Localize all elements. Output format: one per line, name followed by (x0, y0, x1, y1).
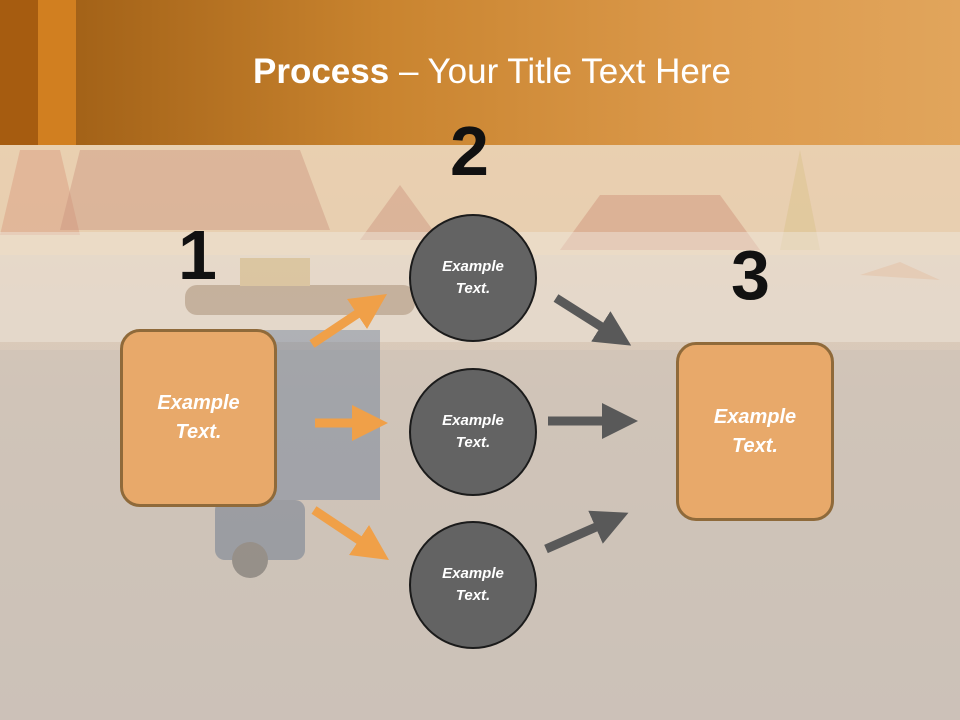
step-box-line2: Text. (732, 434, 778, 457)
slide-title: Process – Your Title Text Here (0, 52, 960, 92)
step-number-1: 1 (178, 216, 217, 294)
circle-line2: Text. (455, 280, 491, 297)
arrow-right-icon (309, 294, 387, 348)
arrow-right-icon (544, 510, 629, 554)
step-box-line1: Example (713, 405, 797, 428)
title-bold: Process (253, 52, 390, 91)
step-number-3: 3 (731, 236, 770, 314)
circle-line1: Example (442, 257, 504, 275)
circle-line1: Example (442, 411, 504, 429)
title-rest: – Your Title Text Here (389, 52, 731, 91)
step-number-2: 2 (450, 112, 489, 190)
circle-line1: Example (442, 564, 504, 582)
circle-line2: Text. (455, 587, 491, 604)
circle-line2: Text. (455, 434, 491, 451)
header-accent-strip (38, 0, 76, 145)
step-box-line2: Text. (175, 421, 222, 443)
arrow-right-icon (553, 294, 632, 346)
step-box-line1: Example (157, 392, 240, 414)
title-bar (0, 0, 960, 145)
arrow-right-icon (311, 506, 389, 560)
header-accent-strip (0, 0, 38, 145)
